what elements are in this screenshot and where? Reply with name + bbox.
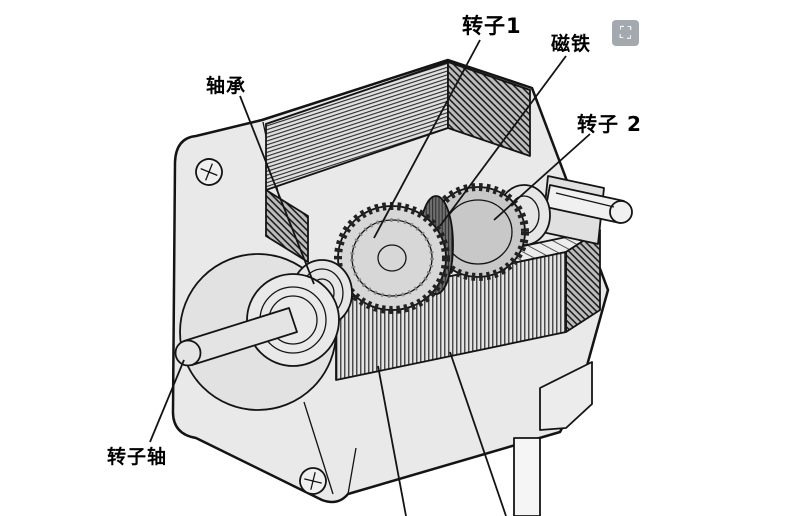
leader-rotor1 (373, 39, 481, 239)
label-rotor-shaft: 转子轴 (107, 446, 168, 468)
leader-magnet (439, 55, 567, 227)
leader-bottom-2 (449, 351, 507, 516)
rotor-shaft-front (174, 307, 298, 367)
mounting-screw-top (195, 158, 223, 186)
label-rotor1: 转子1 (462, 14, 522, 38)
leader-lines (149, 39, 591, 516)
leader-bearing (239, 95, 315, 285)
mounting-screw-bottom (299, 467, 327, 495)
label-bearing: 轴承 (206, 75, 247, 97)
leader-bottom-1 (377, 365, 407, 516)
lead-strip (513, 437, 541, 516)
terminal-bracket (513, 361, 593, 516)
zoom-badge-icon[interactable]: ⛶ (612, 20, 639, 46)
rotor-assembly (174, 175, 633, 367)
label-rotor2: 转子 2 (577, 112, 642, 136)
leader-rotor-shaft (149, 359, 185, 443)
label-magnet: 磁铁 (551, 33, 592, 55)
leader-rotor2 (493, 133, 591, 221)
rotor1-gear (334, 202, 450, 314)
zoom-glyph: ⛶ (619, 23, 632, 42)
